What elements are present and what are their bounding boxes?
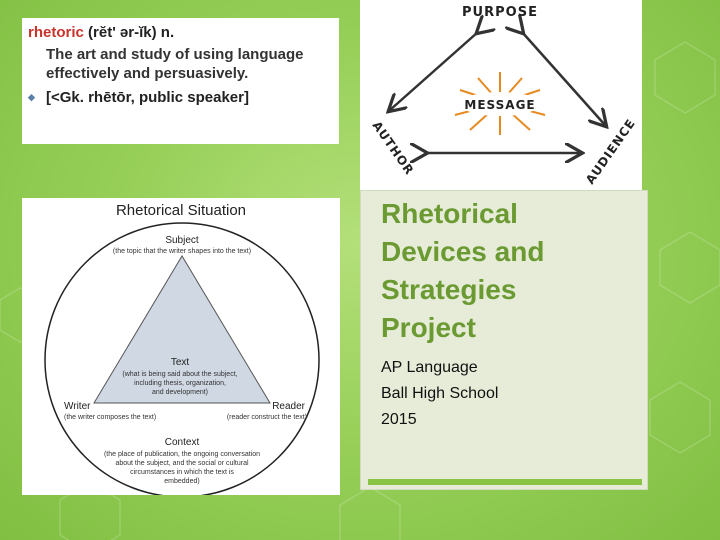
triangle-drawing: PURPOSE MESSAGE AUTHOR AUDIENCE (370, 5, 639, 187)
subtitle-course: AP Language (381, 359, 478, 376)
author-label: AUTHOR (370, 119, 417, 178)
situation-drawing: Subject (the topic that the writer shape… (44, 222, 320, 495)
context-note-line: circumstances in which the text is (130, 469, 234, 476)
audience-label: AUDIENCE (583, 116, 638, 187)
context-label: Context (165, 437, 200, 448)
rhetorical-triangle-diagram: PURPOSE MESSAGE AUTHOR AUDIENCE (360, 0, 642, 190)
definition-etymology: [<Gk. rhētōr, public speaker] (46, 89, 249, 106)
bullet-icon: ◆ (28, 92, 35, 102)
subtitle-school: Ball High School (381, 385, 499, 402)
subtitle-year: 2015 (381, 411, 417, 428)
writer-label: Writer (64, 401, 91, 412)
text-note-line: including thesis, organization, (134, 380, 226, 387)
purpose-label: PURPOSE (462, 5, 538, 20)
text-label: Text (171, 357, 190, 368)
subject-note: (the topic that the writer shapes into t… (113, 248, 251, 255)
subject-label: Subject (165, 235, 199, 246)
context-note-line: embedded) (164, 478, 199, 485)
definition-meaning: The art and study of using language effe… (46, 46, 304, 82)
reader-note: (reader construct the text) (227, 414, 307, 421)
diagram-title: Rhetorical Situation (115, 202, 247, 219)
context-note-line: (the place of publication, the ongoing c… (104, 451, 260, 458)
title-panel: Rhetorical Devices and Strategies Projec… (360, 190, 648, 490)
definition-pronunciation: (rĕt' ər-ĭk) (88, 24, 157, 41)
definition-panel: rhetoric (rĕt' ər-ĭk) n. The art and stu… (22, 18, 339, 144)
definition-heading: rhetoric (rĕt' ər-ĭk) n. (28, 24, 329, 42)
definition-part-of-speech: n. (160, 24, 175, 41)
slide-subtitle: AP Language Ball High School 2015 (381, 355, 647, 433)
title-underline-bar (368, 479, 642, 485)
purpose-audience-arrow (522, 32, 605, 125)
context-circle (44, 222, 320, 495)
context-note-line: about the subject, and the social or cul… (115, 460, 249, 467)
reader-label: Reader (272, 401, 305, 412)
situation-triangle (93, 255, 271, 404)
text-note-line: and development) (152, 389, 208, 396)
definition-etymology-row: ◆ [<Gk. rhētōr, public speaker] (28, 89, 329, 106)
message-label: MESSAGE (464, 98, 535, 112)
writer-note: (the writer composes the text) (64, 414, 156, 421)
text-note-line: (what is being said about the subject, (122, 371, 237, 378)
slide-title: Rhetorical Devices and Strategies Projec… (381, 198, 545, 343)
purpose-author-arrow (390, 32, 478, 110)
rhetorical-situation-diagram: Rhetorical Situation Subject (the topic … (22, 198, 340, 495)
definition-word: rhetoric (28, 24, 84, 41)
